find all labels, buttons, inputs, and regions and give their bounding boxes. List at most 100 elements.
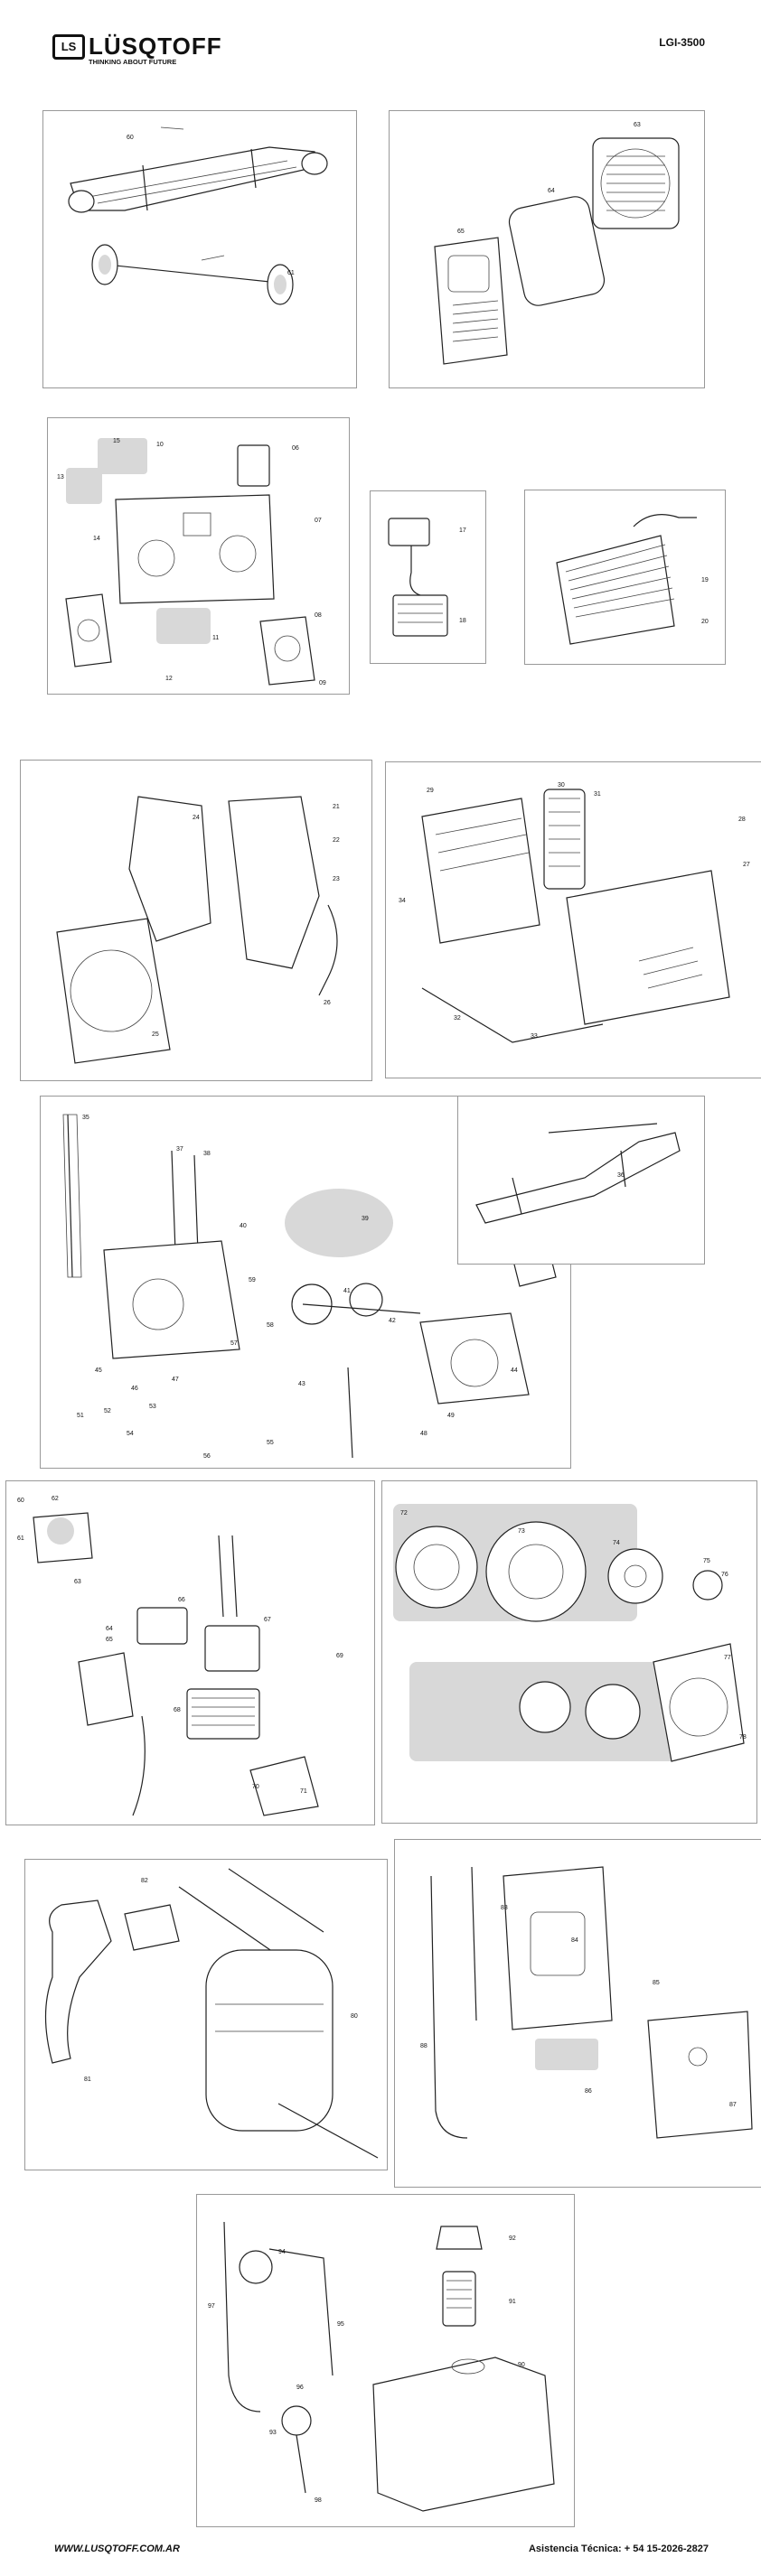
brand-name: LÜSQTOFF	[89, 33, 222, 60]
fuel-tank-drawing	[223, 2221, 555, 2512]
diagram-air-filter: 19 20	[524, 490, 726, 665]
callout-label: 36	[617, 1172, 625, 1179]
callout-label: 62	[52, 1496, 59, 1502]
bracket-drawing	[475, 1123, 681, 1224]
model-number: LGI-3500	[659, 36, 705, 49]
diagram-ignition: 17 18	[370, 490, 486, 664]
flywheel-drawing	[393, 1504, 745, 1762]
callout-label: 65	[457, 229, 465, 235]
callout-label: 83	[501, 1905, 508, 1911]
callout-label: 63	[74, 1579, 81, 1585]
control-panel-drawing	[65, 438, 315, 686]
callout-label: 88	[420, 2043, 427, 2049]
callout-label: 61	[287, 270, 295, 276]
diagram-fuel-tank: 90 91 92 93 94 95 96 97 98	[196, 2194, 575, 2527]
callout-label: 65	[106, 1637, 113, 1643]
diagram-fuel-lines: 83 84 85 86 87 88	[394, 1839, 761, 2188]
callout-label: 17	[459, 527, 466, 534]
callout-label: 43	[298, 1381, 305, 1387]
diagram-flywheel: 72 73 74 75 76 77 78	[381, 1480, 757, 1824]
callout-label: 55	[267, 1440, 274, 1446]
callout-label: 30	[558, 782, 565, 789]
callout-label: 56	[203, 1453, 211, 1460]
callout-label: 46	[131, 1386, 138, 1392]
callout-label: 14	[93, 536, 100, 542]
callout-label: 33	[531, 1033, 538, 1040]
diagram-control-panel: 06 07 08 09 10 11 12 13 14 15	[47, 417, 350, 695]
callout-label: 67	[264, 1617, 271, 1623]
callout-label: 23	[333, 876, 340, 882]
callout-label: 77	[724, 1655, 731, 1661]
callout-label: 34	[399, 898, 406, 904]
callout-label: 60	[17, 1498, 24, 1504]
callout-label: 22	[333, 837, 340, 844]
muffler-drawing	[44, 1868, 379, 2159]
callout-label: 42	[389, 1318, 396, 1324]
diagram-front-grille: 63 64 65	[389, 110, 705, 388]
callout-label: 28	[738, 817, 746, 823]
callout-label: 74	[613, 1540, 620, 1546]
carburetor-drawing	[33, 1512, 319, 1816]
callout-label: 71	[300, 1788, 307, 1795]
logo-mark: LS	[52, 34, 85, 60]
diagram-carburetor: 60 61 62 63 64 65 66 67 68 69 70 71	[5, 1480, 375, 1825]
callout-label: 87	[729, 2102, 737, 2108]
callout-label: 91	[509, 2299, 516, 2305]
ignition-drawing	[388, 518, 448, 637]
fuel-lines-drawing	[430, 1866, 753, 2139]
callout-label: 70	[252, 1784, 259, 1790]
callout-label: 26	[324, 1000, 331, 1006]
callout-label: 15	[113, 438, 120, 444]
front-grille-drawing	[434, 137, 680, 365]
footer-website[interactable]: WWW.LUSQTOFF.COM.AR	[54, 2543, 180, 2554]
callout-label: 69	[336, 1653, 343, 1659]
callout-label: 48	[420, 1431, 427, 1437]
callout-label: 07	[315, 518, 322, 524]
callout-label: 90	[518, 2362, 525, 2368]
diagram-muffler: 80 81 82	[24, 1859, 388, 2170]
callout-label: 93	[269, 2430, 277, 2436]
callout-label: 86	[585, 2088, 592, 2095]
callout-label: 12	[165, 676, 173, 682]
callout-label: 06	[292, 445, 299, 452]
callout-label: 75	[703, 1558, 710, 1564]
callout-label: 98	[315, 2497, 322, 2504]
callout-label: 94	[278, 2249, 286, 2255]
callout-label: 44	[511, 1367, 518, 1374]
callout-label: 31	[594, 791, 601, 798]
diagram-bracket: 36	[457, 1096, 705, 1265]
callout-label: 85	[653, 1980, 660, 1986]
callout-label: 61	[17, 1535, 24, 1542]
callout-label: 54	[127, 1431, 134, 1437]
callout-label: 96	[296, 2385, 304, 2391]
callout-label: 60	[127, 135, 134, 141]
callout-label: 92	[509, 2235, 516, 2242]
diagram-housing: 27 28 29 30 31 32 33 34	[385, 761, 761, 1078]
diagram-side-covers: 21 22 23 24 25 26	[20, 760, 372, 1081]
callout-label: 25	[152, 1031, 159, 1038]
callout-label: 66	[178, 1597, 185, 1603]
crankcase-drawing	[62, 1114, 557, 1459]
callout-label: 97	[208, 2303, 215, 2310]
callout-label: 38	[203, 1151, 211, 1157]
frame-wheels-drawing	[68, 126, 328, 305]
callout-label: 45	[95, 1367, 102, 1374]
callout-label: 39	[362, 1216, 369, 1222]
callout-label: 35	[82, 1115, 89, 1121]
callout-label: 72	[400, 1510, 408, 1517]
air-filter-drawing	[556, 514, 697, 645]
callout-label: 09	[319, 680, 326, 686]
callout-label: 32	[454, 1015, 461, 1022]
callout-label: 24	[193, 815, 200, 821]
side-covers-drawing	[56, 796, 338, 1064]
callout-label: 64	[548, 188, 555, 194]
callout-label: 11	[212, 635, 220, 641]
callout-label: 76	[721, 1572, 728, 1578]
callout-label: 21	[333, 804, 340, 810]
callout-label: 40	[240, 1223, 247, 1229]
callout-label: 52	[104, 1408, 111, 1414]
callout-label: 27	[743, 862, 750, 868]
callout-label: 64	[106, 1626, 113, 1632]
callout-label: 63	[634, 122, 641, 128]
housing-drawing	[421, 789, 730, 1043]
